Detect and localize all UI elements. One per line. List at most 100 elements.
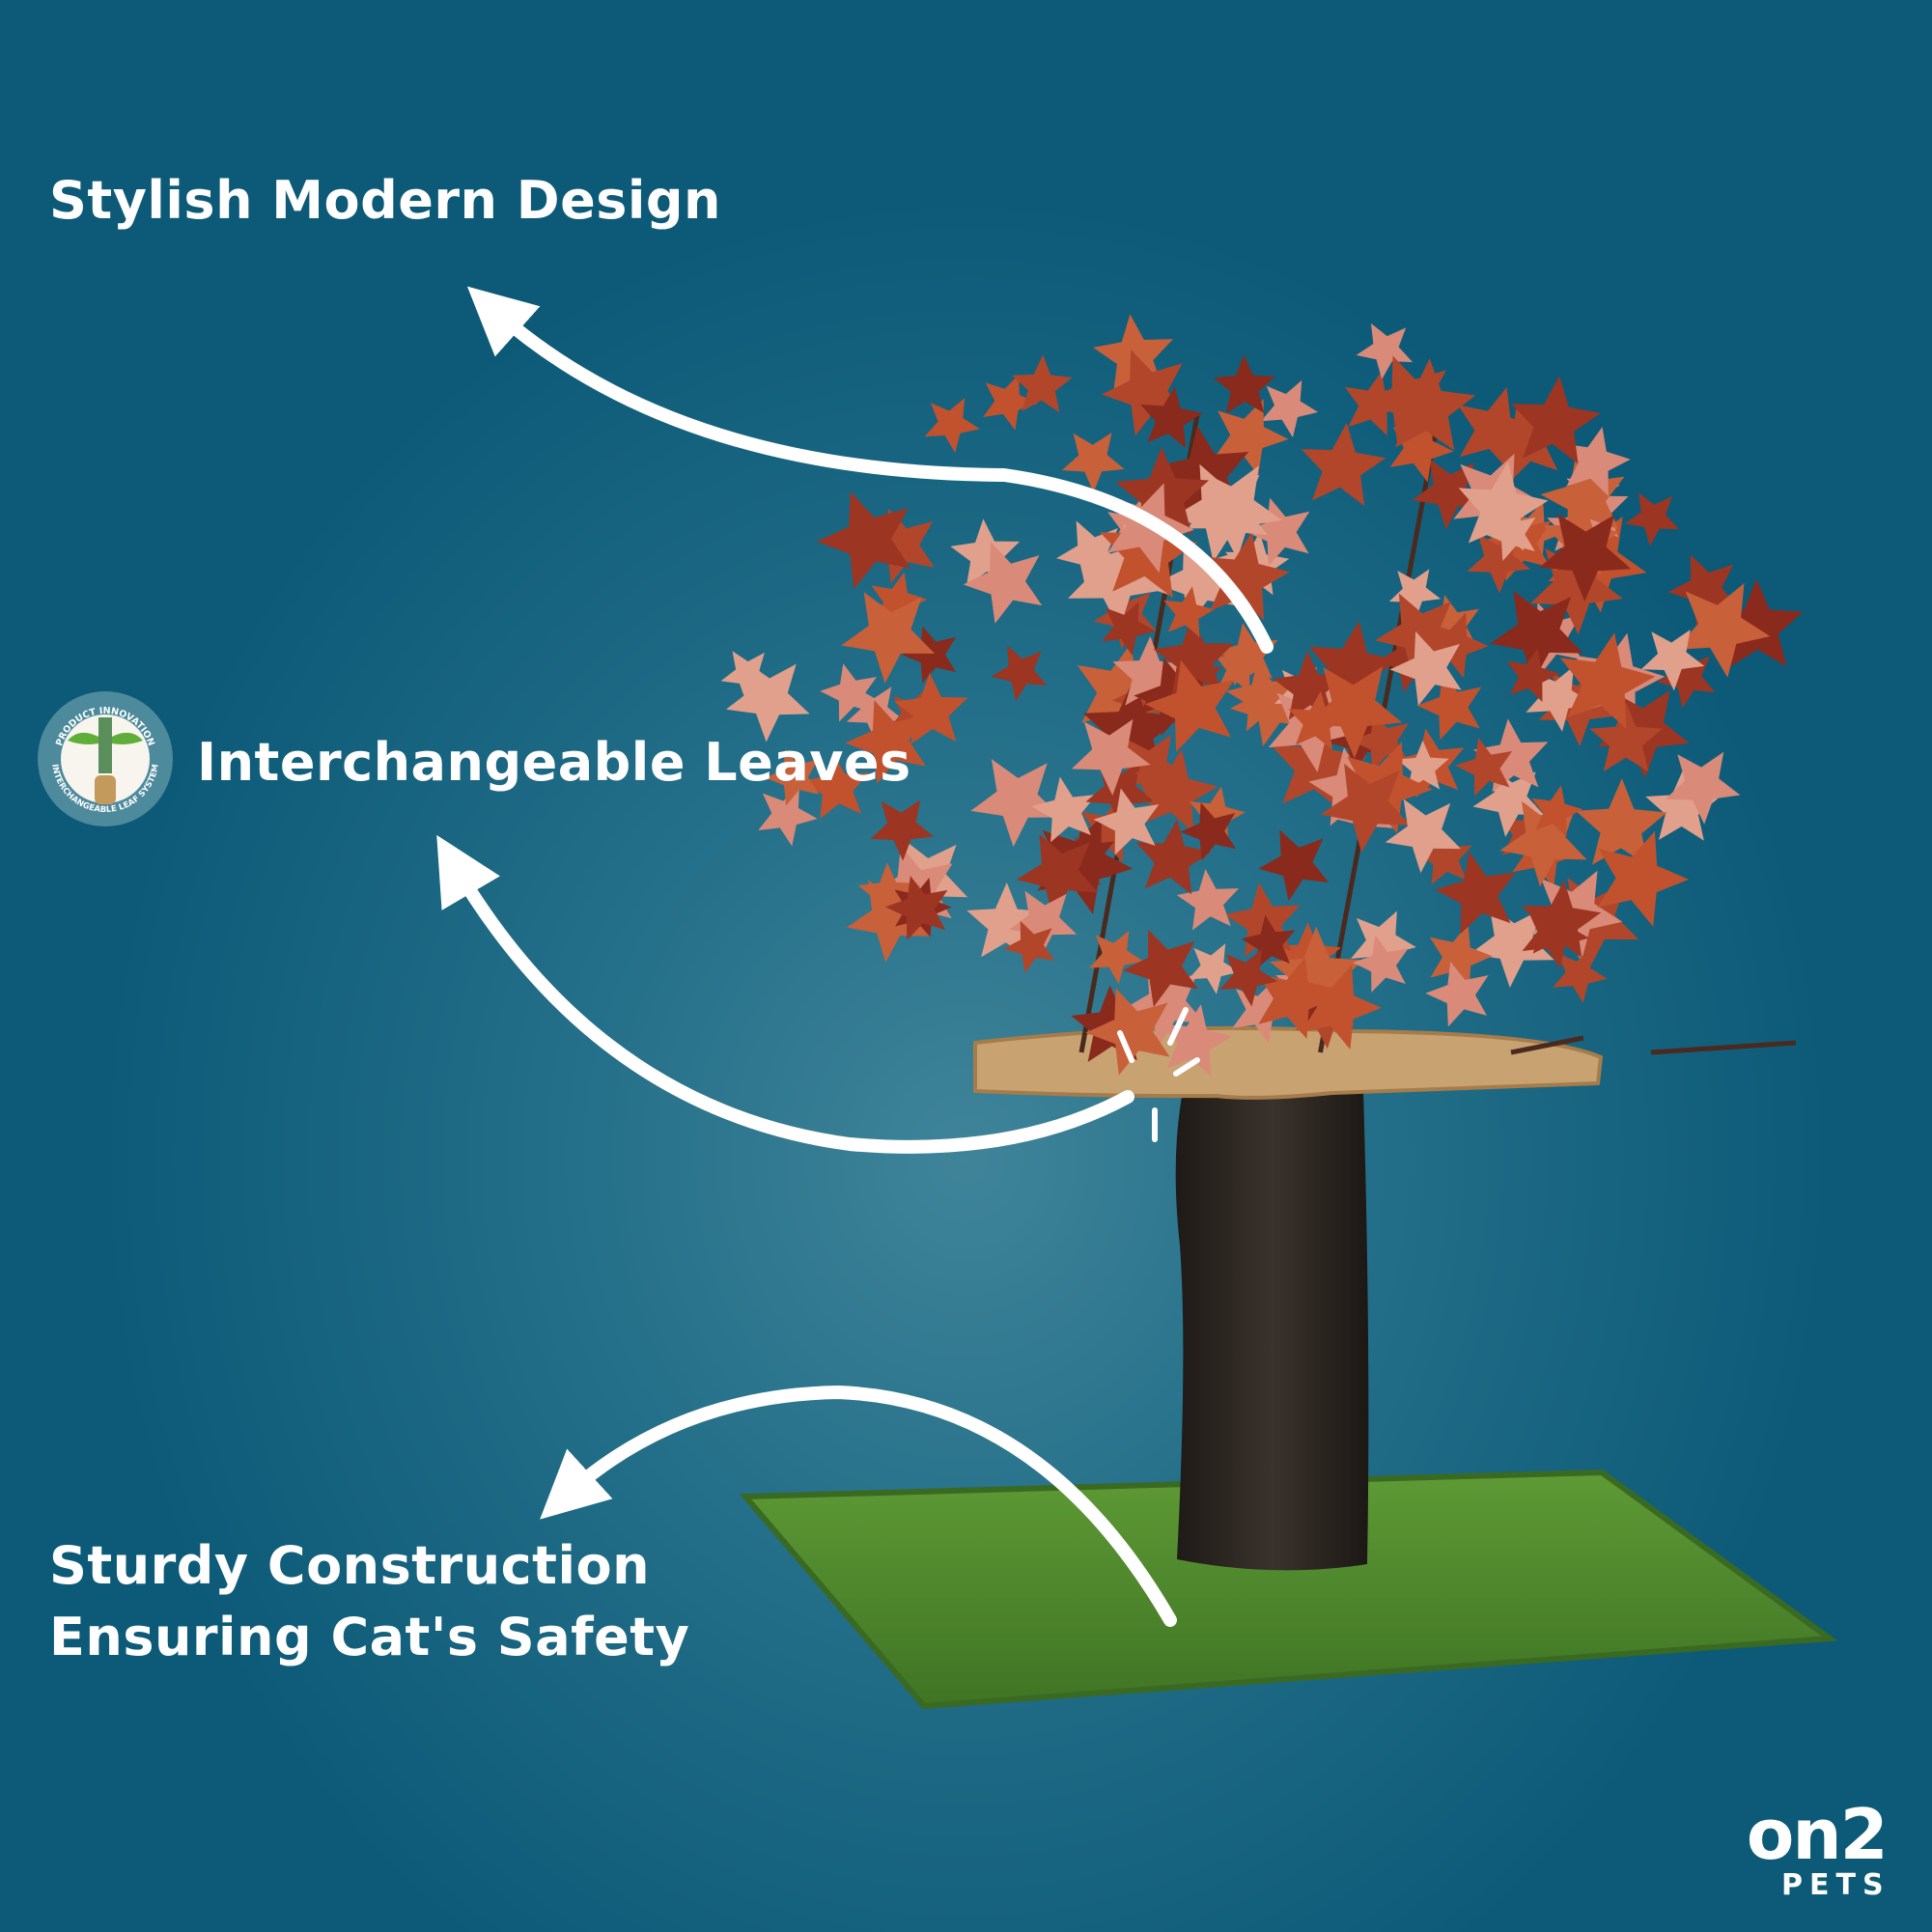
maple-leaf (1575, 778, 1667, 866)
maple-leaf (970, 759, 1061, 848)
maple-leaf (1526, 666, 1592, 732)
maple-leaf (1112, 635, 1187, 708)
tree-trunk (1175, 1091, 1369, 1571)
maple-leaf (1320, 763, 1411, 853)
branch (1650, 1040, 1797, 1055)
maple-leaf (1188, 943, 1240, 994)
maple-leaf (1429, 923, 1493, 990)
maple-leaf (1624, 492, 1680, 546)
maple-leaf (1215, 642, 1267, 695)
maple-leaf (1260, 379, 1319, 438)
maple-leaf (1288, 690, 1348, 750)
maple-leaf (1061, 433, 1125, 493)
maple-leaf (1470, 905, 1554, 988)
maple-leaf (1455, 737, 1513, 797)
maple-leaf (1539, 514, 1632, 602)
maple-leaf (1559, 632, 1656, 729)
feature-interchangeable-leaves: Interchangeable Leaves (197, 732, 911, 793)
maple-leaf (1416, 672, 1482, 741)
maple-leaf (1144, 659, 1235, 752)
maple-leaf (1176, 869, 1240, 931)
maple-leaf (1415, 828, 1472, 885)
maple-leaf (841, 592, 936, 684)
maple-leaf (1071, 718, 1151, 796)
maple-leaf (1135, 819, 1212, 895)
maple-leaf (1225, 658, 1299, 732)
maple-leaf (1003, 920, 1055, 973)
maple-leaf (1675, 582, 1771, 678)
maple-leaf (1472, 718, 1549, 793)
maple-leaf (801, 752, 870, 820)
maple-leaf (1214, 399, 1289, 476)
maple-leaf (1140, 386, 1203, 449)
maple-leaf (1122, 929, 1198, 1007)
maple-leaf (1589, 702, 1663, 771)
maple-leaf (1540, 455, 1625, 541)
maple-leaf (1170, 463, 1269, 562)
maple-leaf (758, 786, 818, 847)
maple-leaf (1163, 586, 1215, 638)
maple-leaf (1085, 988, 1170, 1076)
maple-leaf (1153, 617, 1234, 696)
maple-leaf (1522, 901, 1589, 969)
maple-leaf (991, 645, 1048, 702)
maple-leaf (1425, 961, 1489, 1027)
maple-leaf (983, 374, 1038, 431)
maple-leaf (862, 508, 935, 584)
maple-leaf (1472, 766, 1545, 837)
on2-pets-logo: on2 PETS (1743, 1794, 1890, 1902)
maple-leaf (1016, 833, 1099, 916)
maple-leaf (1301, 423, 1386, 507)
maple-leaf (1102, 602, 1156, 657)
maple-leaf (1245, 497, 1310, 566)
leaf-platform (973, 1025, 1604, 1100)
brand-name: on2 (1746, 1794, 1889, 1875)
maple-leaf (1553, 948, 1608, 1003)
maple-leaf (1640, 630, 1705, 691)
maple-leaf (1597, 830, 1690, 927)
maple-leaf (1301, 965, 1383, 1050)
maple-leaf (1093, 788, 1160, 855)
maple-leaf (963, 542, 1043, 624)
maple-leaf (816, 491, 911, 590)
maple-leaf (1531, 785, 1583, 837)
maple-leaf (1213, 354, 1275, 414)
maple-leaf (1435, 851, 1517, 935)
maple-leaf (765, 748, 820, 806)
maple-leaf (720, 651, 773, 702)
maple-leaf (966, 882, 1047, 959)
maple-leaf (1385, 798, 1462, 874)
maple-leaf (870, 799, 935, 861)
maple-leaf (1180, 802, 1236, 861)
maple-leaf (1396, 740, 1449, 791)
maple-leaf (1089, 931, 1144, 985)
maple-leaf (1202, 532, 1290, 621)
maple-leaf (901, 626, 957, 684)
maple-leaf (1352, 935, 1409, 993)
maple-leaf (1273, 651, 1345, 720)
maple-leaf (1037, 816, 1134, 915)
maple-leaf (1031, 776, 1097, 843)
maple-leaf (725, 660, 810, 742)
maple-leaf (1134, 748, 1218, 833)
maple-leaf (1457, 386, 1539, 472)
maple-leaf (1490, 590, 1583, 683)
construction-line-1: Sturdy Construction (49, 1535, 651, 1596)
maple-leaf (1012, 354, 1073, 413)
arrow-construction (540, 1385, 1177, 1627)
maple-leaf (884, 876, 948, 940)
maple-leaf (924, 398, 980, 453)
maple-leaf (1258, 829, 1330, 902)
feature-sturdy-construction: Sturdy Construction Ensuring Cat's Safet… (49, 1530, 689, 1673)
maple-leaf (1562, 427, 1631, 496)
click-spark-icon (1117, 1007, 1200, 1142)
maple-leaf (1645, 770, 1720, 841)
maple-leaf (1009, 890, 1078, 957)
maple-leaf (1388, 569, 1442, 620)
feature-stylish-design: Stylish Modern Design (49, 170, 721, 231)
product-innovation-badge: PRODUCT INNOVATION INTERCHANGEABLE LEAF … (38, 691, 173, 826)
maple-leaf (1485, 403, 1562, 482)
maple-leaf (820, 663, 877, 722)
branch (1510, 1035, 1584, 1055)
